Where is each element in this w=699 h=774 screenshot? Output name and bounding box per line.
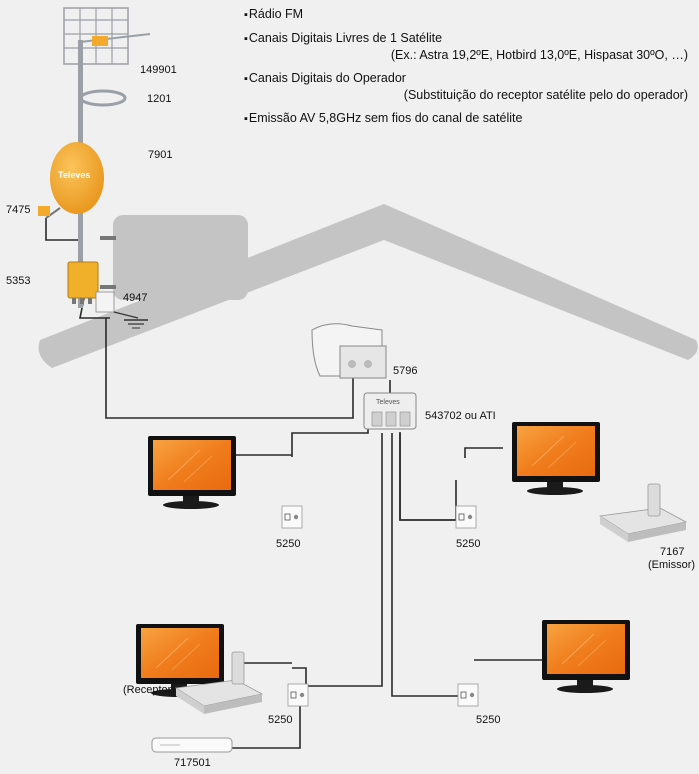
house-roof	[38, 204, 698, 368]
legend-item: Rádio FM	[244, 6, 694, 23]
label-dish: 7901	[148, 149, 173, 161]
av-receiver	[174, 651, 264, 714]
outlet-bottom-left	[287, 683, 309, 707]
feature-legend: Rádio FM Canais Digitais Livres de 1 Sat…	[244, 6, 694, 134]
label-receiver-box: 717501	[174, 757, 211, 769]
label-antenna: 149901	[140, 64, 177, 76]
outlet-top-right	[455, 505, 477, 529]
label-grounding: 4947	[123, 292, 148, 304]
legend-item-text: Emissão AV 5,8GHz sem fios do canal de s…	[244, 110, 694, 127]
legend-item-text: Canais Digitais do Operador	[244, 70, 694, 87]
multiswitch-unit	[311, 323, 387, 379]
label-emitter-name: (Emissor)	[648, 559, 696, 571]
tv-bottom-right	[541, 619, 631, 694]
label-outlet-bottom-left: 5250	[268, 714, 293, 726]
grounding-block	[95, 291, 148, 329]
legend-item: Canais Digitais Livres de 1 Satélite (Ex…	[244, 30, 694, 63]
label-receiver-name: (Receptor)	[123, 684, 175, 696]
label-amplifier: 5353	[6, 275, 31, 287]
label-lnb: 7475	[6, 204, 31, 216]
amplifier	[67, 261, 99, 304]
tv-top-left	[147, 435, 237, 510]
label-outlet-top-left: 5250	[276, 538, 301, 550]
splitter-unit: Televes	[363, 392, 417, 430]
tv-top-right	[511, 421, 601, 496]
av-emitter	[598, 483, 688, 542]
label-ring: 1201	[147, 93, 172, 105]
legend-item-text: Canais Digitais Livres de 1 Satélite	[244, 30, 694, 47]
legend-item-text: Rádio FM	[244, 6, 694, 23]
satellite-receiver-box	[151, 737, 233, 753]
label-splitter: 543702 ou ATI	[425, 410, 496, 422]
legend-item-subtext: (Ex.: Astra 19,2ºE, Hotbird 13,0ºE, Hisp…	[390, 48, 688, 62]
label-outlet-bottom-right: 5250	[476, 714, 501, 726]
label-multiswitch: 5796	[393, 365, 418, 377]
outlet-top-left	[281, 505, 303, 529]
legend-item-subtext: (Substituição do receptor satélite pelo …	[403, 88, 688, 102]
label-outlet-top-right: 5250	[456, 538, 481, 550]
svg-text:Televes: Televes	[376, 399, 400, 406]
label-emitter-code: 7167	[660, 546, 685, 558]
satellite-dish: Televes	[38, 142, 104, 219]
outlet-bottom-right	[457, 683, 479, 707]
legend-item: Emissão AV 5,8GHz sem fios do canal de s…	[244, 110, 694, 127]
svg-text:Televes: Televes	[58, 170, 90, 180]
legend-item: Canais Digitais do Operador (Substituiçã…	[244, 70, 694, 103]
